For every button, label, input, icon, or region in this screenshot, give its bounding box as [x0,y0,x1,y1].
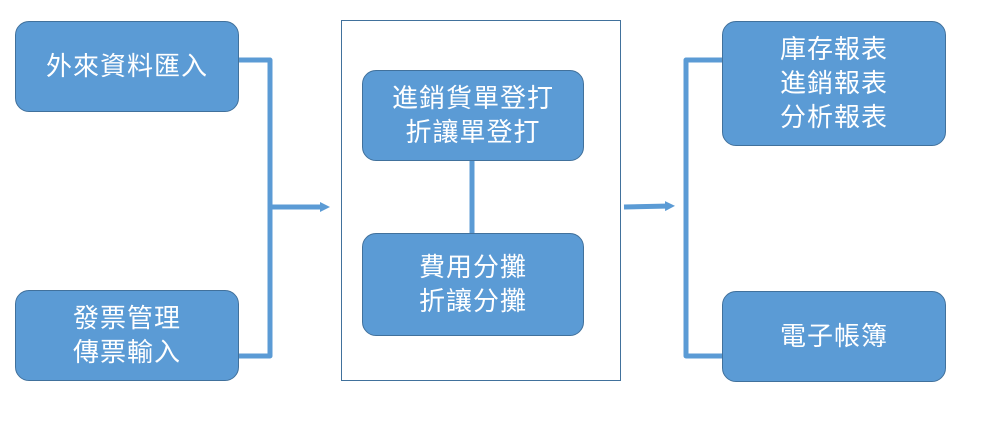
box-reports: 庫存報表 進銷報表 分析報表 [722,21,946,146]
box-expense-allocation-line2: 折讓分攤 [418,286,527,317]
box-electronic-ledger-label: 電子帳簿 [779,321,888,352]
box-reports-line3: 分析報表 [779,102,888,133]
box-external-data-import: 外來資料匯入 [15,21,239,112]
box-electronic-ledger: 電子帳簿 [722,291,946,382]
right-bracket [683,57,722,359]
left-bracket [238,57,273,359]
box-reports-line2: 進銷報表 [779,68,888,99]
box-expense-allocation-line1: 費用分攤 [418,252,527,283]
process-frame [341,20,621,381]
box-sales-purchase-entry: 進銷貨單登打 折讓單登打 [362,70,584,161]
arrow-out-of-process [623,201,675,212]
box-expense-allocation: 費用分攤 折讓分攤 [362,233,584,336]
box-invoice-voucher-line2: 傳票輸入 [72,337,181,368]
box-external-data-import-label: 外來資料匯入 [45,51,208,82]
box-invoice-voucher-line1: 發票管理 [72,303,181,334]
box-invoice-voucher: 發票管理 傳票輸入 [15,290,239,381]
box-reports-line1: 庫存報表 [779,34,888,65]
box-sales-purchase-entry-line1: 進銷貨單登打 [391,83,554,114]
box-sales-purchase-entry-line2: 折讓單登打 [405,117,541,148]
